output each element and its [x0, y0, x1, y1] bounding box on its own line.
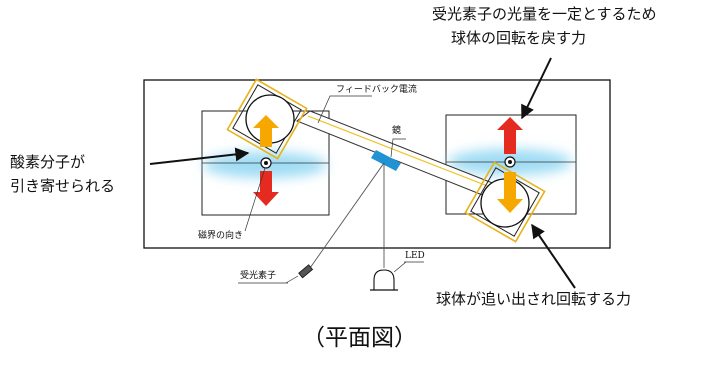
left-label-line2: 引き寄せられる [10, 177, 116, 195]
right-down-arrow [497, 172, 523, 213]
reflected-beam [309, 162, 385, 269]
left-label-line1: 酸素分子が [10, 153, 86, 171]
left-down-arrow [253, 171, 279, 206]
right-coil-frame [464, 161, 546, 243]
left-up-arrow [253, 115, 279, 147]
bottom-right-label: 球体が追い出され回転する力 [436, 290, 632, 308]
left-callout-arrow [149, 147, 250, 165]
left-pivot-core [264, 161, 268, 165]
receiver-icon [298, 264, 314, 279]
top-callout-arrow [521, 57, 552, 120]
receiver-label: 受光素子 [240, 271, 277, 281]
feedback-wire [307, 115, 491, 188]
receiver-leader [285, 275, 299, 284]
outer-housing [143, 79, 611, 249]
mirror-label: 鏡 [392, 126, 402, 136]
led-icon [373, 269, 395, 291]
right-pivot-core [508, 160, 512, 164]
bottom-callout-arrow [531, 223, 576, 289]
top-label-line2: 球体の回転を戻す力 [451, 29, 587, 47]
caption-plan-view: （平面図） [302, 325, 417, 351]
feedback-leader [317, 95, 372, 124]
feedback-label: フィードバック電流 [336, 85, 417, 95]
magnetic-leader [244, 167, 266, 232]
led-label: LED [405, 251, 425, 261]
magnetic-label: 磁界の向き [198, 231, 244, 241]
led-label-leader [393, 261, 407, 273]
top-label-line1: 受光素子の光量を一定とするため [432, 5, 657, 23]
mirror-leader [390, 138, 406, 158]
left-coil-frame [226, 78, 308, 160]
right-up-arrow [497, 117, 523, 154]
mirror [371, 150, 401, 171]
